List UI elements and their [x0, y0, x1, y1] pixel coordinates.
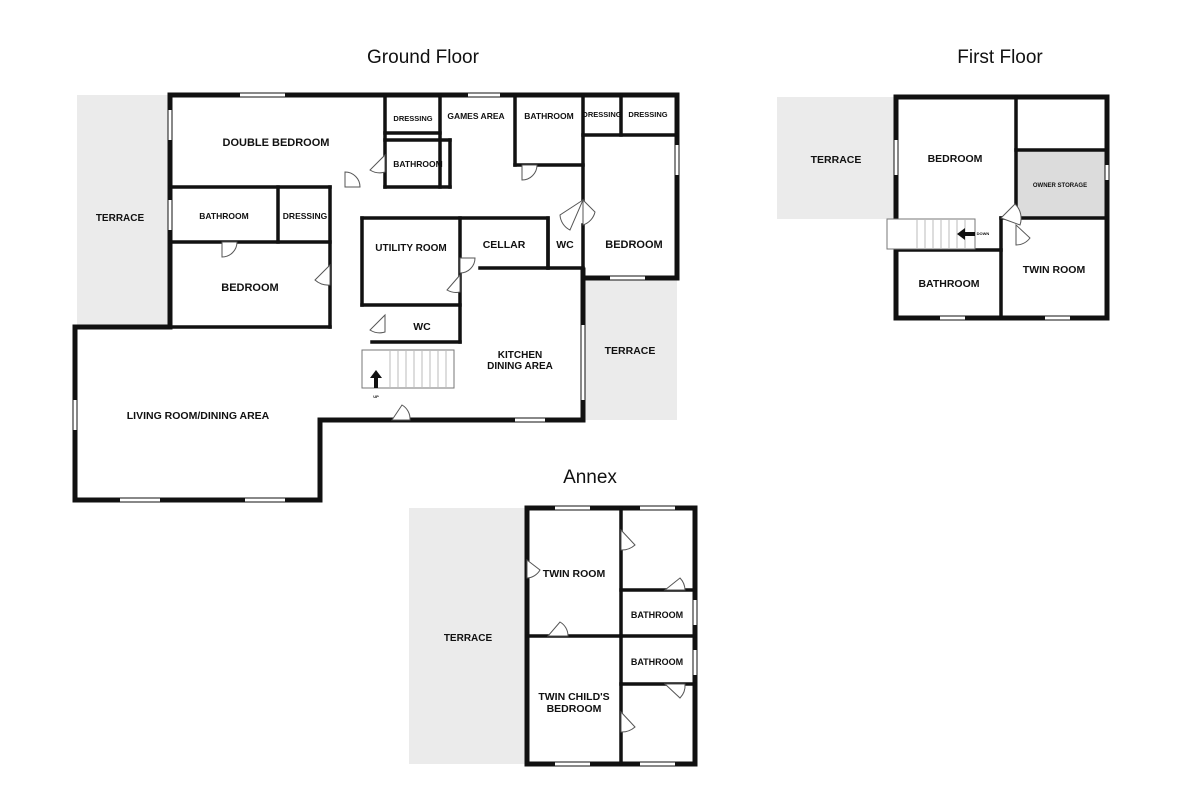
room-label-terrace-east: TERRACE: [605, 345, 656, 357]
door: [369, 313, 386, 334]
room-label-utility-room: UTILITY ROOM: [375, 243, 446, 254]
room-label-living-room: LIVING ROOM/DINING AREA: [127, 410, 270, 422]
owner-storage-area: [1016, 150, 1106, 217]
room-label-bathroom: BATHROOM: [524, 111, 573, 121]
room-label-dressing: DRESSING: [393, 114, 432, 123]
stair-up-label: UP: [373, 394, 379, 399]
room-label-owner-storage: OWNER STORAGE: [1033, 183, 1087, 189]
room-label-dressing: DRESSING: [582, 110, 621, 119]
stair-down-label: DOWN: [977, 231, 990, 236]
first-staircase: DOWN: [886, 218, 990, 250]
up-arrow-icon: [370, 370, 382, 388]
door: [314, 263, 331, 286]
first-floor-title: First Floor: [957, 47, 1043, 68]
room-label-bathroom: BATHROOM: [393, 159, 442, 169]
room-label-wc: WC: [413, 321, 431, 333]
room-label-wc: WC: [556, 239, 574, 251]
ground-staircase: UP: [361, 349, 455, 399]
door: [582, 198, 596, 226]
room-label-dressing: DRESSING: [283, 211, 328, 221]
door: [1015, 223, 1031, 246]
door: [459, 257, 476, 274]
room-label-terrace-west: TERRACE: [96, 213, 145, 224]
door: [446, 273, 461, 293]
room-label-terrace: TERRACE: [811, 154, 862, 166]
ground-wall-south: [72, 267, 586, 503]
terrace-west-area: [77, 95, 168, 325]
door: [559, 198, 585, 231]
room-label-terrace: TERRACE: [444, 633, 493, 644]
room-label-bedroom: BEDROOM: [605, 239, 662, 251]
door: [620, 710, 636, 733]
room-label-kitchen: KITCHEN: [498, 350, 542, 361]
ground-floor-title: Ground Floor: [367, 47, 480, 68]
room-label-bathroom: BATHROOM: [199, 211, 248, 221]
first-terrace-area: [777, 97, 895, 219]
room-label-cellar: CELLAR: [483, 239, 526, 251]
room-label-double-bedroom: DOUBLE BEDROOM: [223, 137, 330, 149]
terrace-east-area: [583, 280, 677, 420]
room-label-twin-room: TWIN ROOM: [543, 568, 606, 580]
room-label-bedroom: BEDROOM: [928, 153, 983, 165]
room-label-bedroom: BEDROOM: [221, 282, 278, 294]
room-label-bedroom: BEDROOM: [547, 703, 602, 715]
door: [663, 577, 686, 591]
room-label-games-area: GAMES AREA: [447, 111, 504, 121]
annex-floor: Annex TERRACE TWIN ROOM BATHROOM BATHROO…: [409, 467, 698, 767]
annex-title: Annex: [563, 467, 617, 488]
room-label-dressing: DRESSING: [628, 110, 667, 119]
door: [620, 528, 636, 551]
door: [221, 241, 238, 258]
room-label-twin-room: TWIN ROOM: [1023, 264, 1086, 276]
door: [663, 683, 686, 699]
door: [344, 171, 361, 188]
door: [1000, 203, 1022, 226]
room-label-bathroom: BATHROOM: [631, 610, 683, 620]
room-label-dining-area: DINING AREA: [487, 361, 553, 372]
door: [369, 153, 386, 174]
down-arrow-icon: [957, 228, 975, 240]
ground-floor: Ground Floor: [72, 47, 680, 503]
room-label-bathroom: BATHROOM: [918, 278, 979, 290]
door: [391, 404, 411, 421]
annex-terrace-area: [409, 508, 527, 764]
room-label-twin-childs: TWIN CHILD'S: [538, 691, 609, 703]
door: [521, 164, 538, 181]
room-label-bathroom: BATHROOM: [631, 657, 683, 667]
first-floor: First Floor DOWN TERRACE BEDROOM O: [777, 47, 1110, 321]
door: [526, 558, 541, 579]
door: [546, 621, 569, 637]
